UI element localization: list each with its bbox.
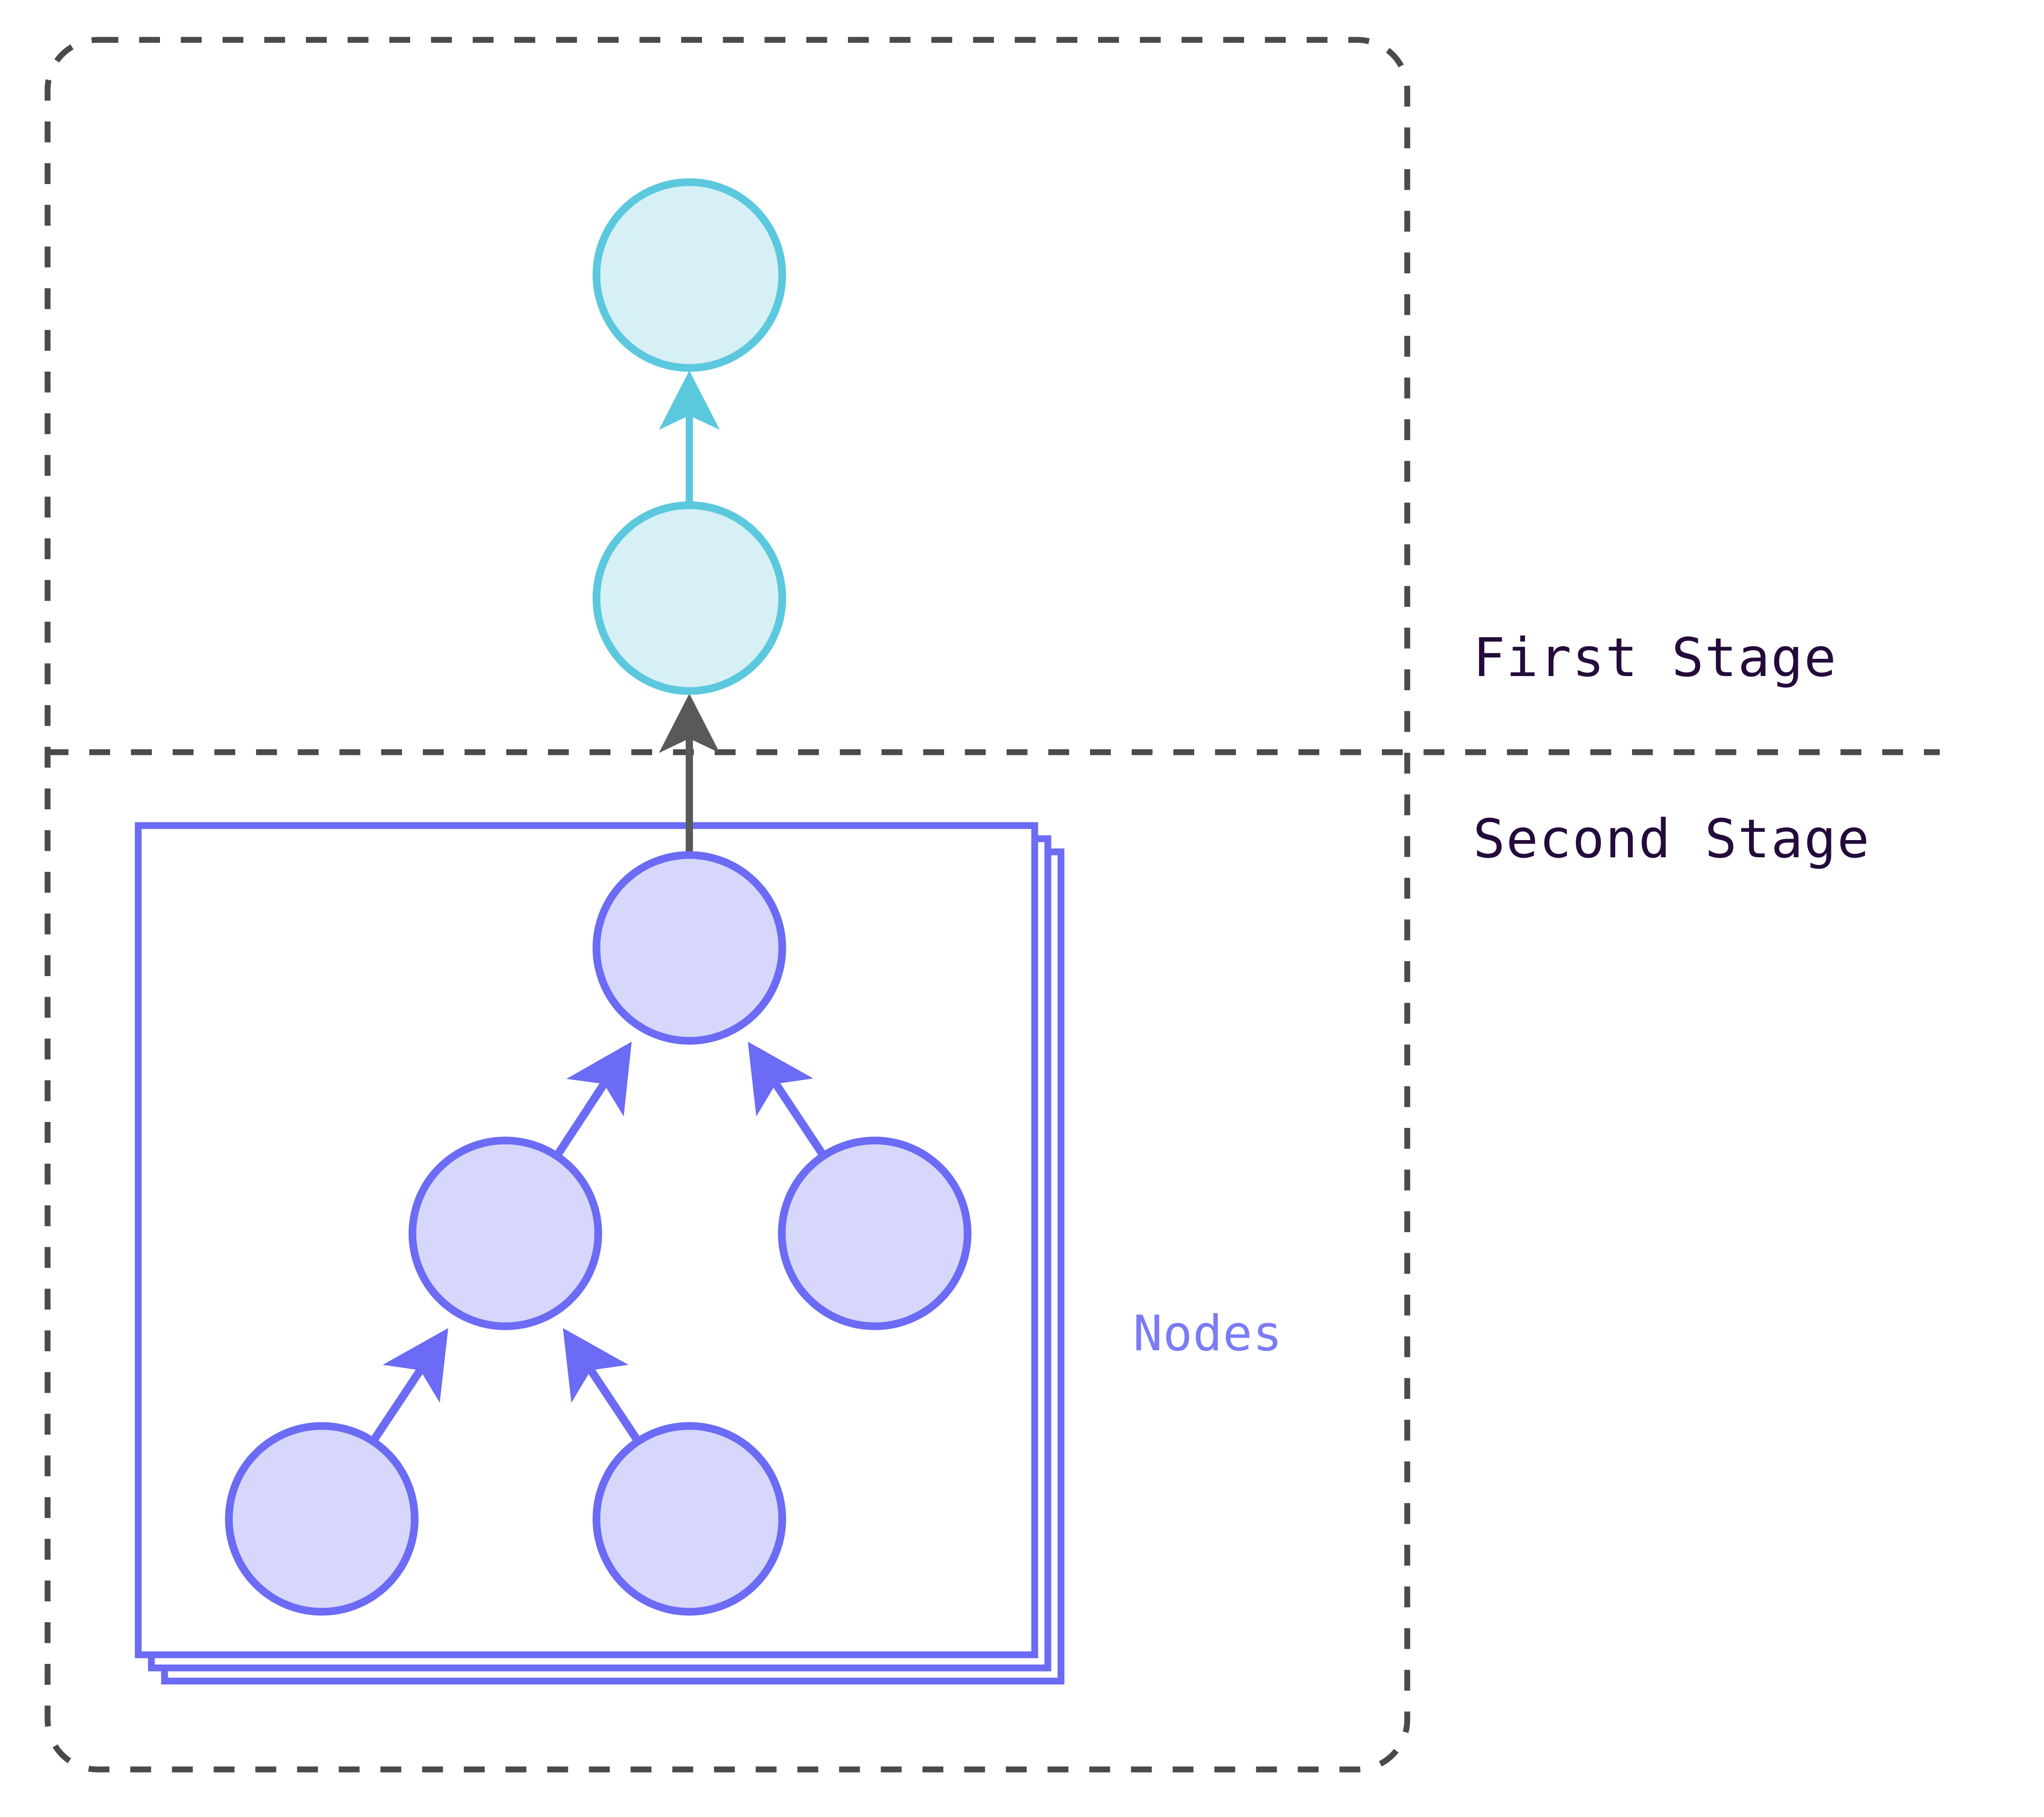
stage-boundary-rect	[44, 37, 1410, 1773]
stage-boundary-group	[44, 37, 1410, 1773]
first-stage-label: First Stage	[1473, 626, 1837, 689]
edge-pright-to-proot	[748, 1042, 828, 1159]
edge-pleft-to-proot	[553, 1041, 632, 1159]
purple-node-leaf-a[interactable]	[225, 1422, 419, 1616]
purple-node-root[interactable]	[592, 851, 786, 1045]
cyan-node-top[interactable]	[592, 178, 786, 372]
purple-node-leaf-b[interactable]	[592, 1422, 786, 1616]
edges-group	[369, 370, 828, 1444]
purple-nodes-group	[225, 851, 972, 1616]
cyan-node-mid[interactable]	[592, 501, 786, 695]
nodes-label: Nodes	[1133, 1305, 1283, 1362]
edge-pleafb-to-pleft	[563, 1328, 642, 1444]
edge-pleafa-to-pleft	[369, 1328, 448, 1444]
cyan-nodes-group	[592, 178, 786, 695]
labels-group: First Stage Second Stage Nodes	[1133, 626, 1870, 1362]
purple-node-left[interactable]	[408, 1136, 602, 1330]
purple-node-right[interactable]	[778, 1136, 972, 1330]
second-stage-label: Second Stage	[1473, 807, 1870, 870]
